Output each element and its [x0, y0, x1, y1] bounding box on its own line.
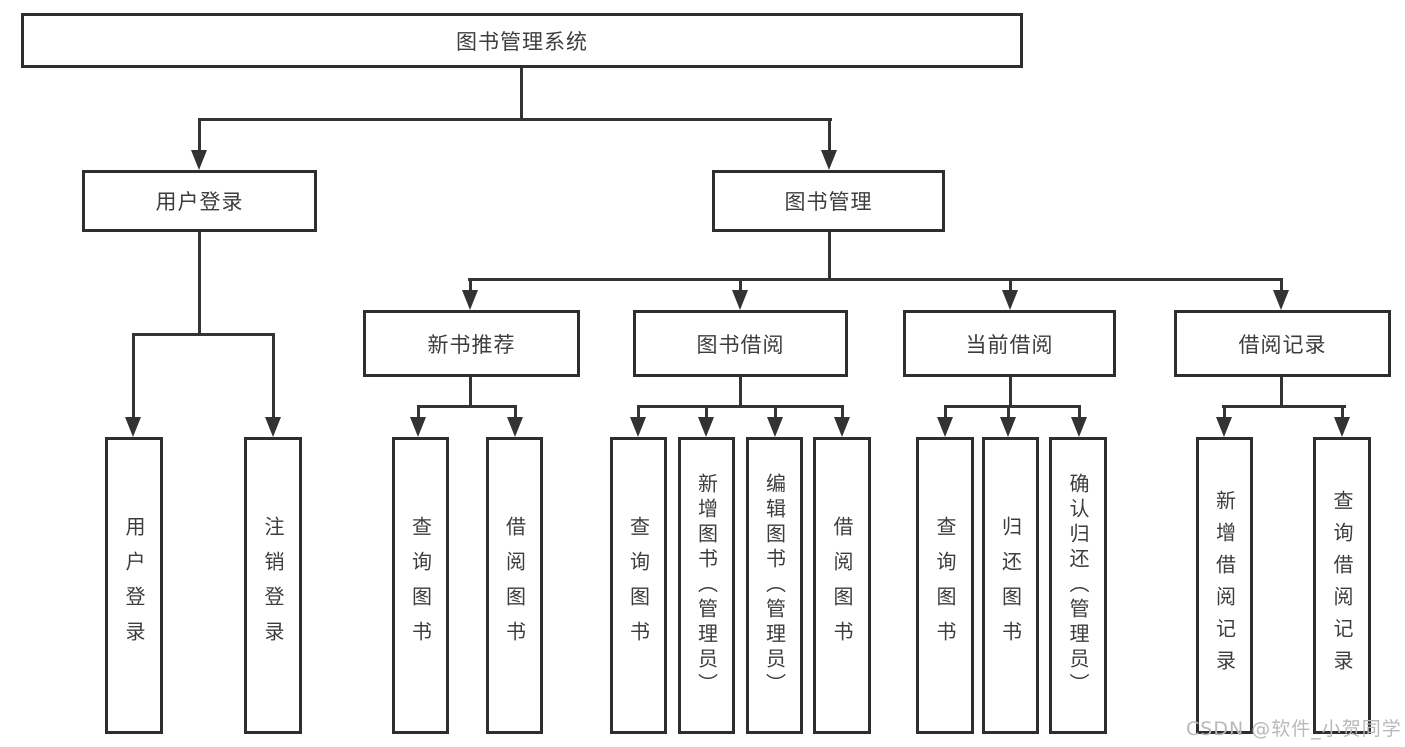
- node-current-borrowing: 当前借阅: [903, 310, 1116, 377]
- arrow-cb-return: [1000, 405, 1016, 437]
- leaf-cb-query-books-label: 查询图书: [933, 515, 957, 656]
- connector-bookmgmt-stem: [828, 232, 831, 281]
- leaf-br-add-record-label: 新增借阅记录: [1212, 489, 1237, 682]
- node-user-login-label: 用户登录: [155, 190, 244, 214]
- leaf-cb-query-books: 查询图书: [916, 437, 974, 734]
- connector-newbooks-rail: [417, 405, 517, 408]
- leaf-cb-return-books: 归还图书: [982, 437, 1039, 734]
- connector-newbooks-stem: [469, 377, 472, 408]
- leaf-logout: 注销登录: [244, 437, 302, 734]
- arrow-nb-query: [410, 405, 426, 437]
- arrow-to-borrowrec: [1273, 278, 1289, 310]
- node-book-borrowing-label: 图书借阅: [696, 332, 785, 357]
- node-new-book-recommend: 新书推荐: [363, 310, 580, 377]
- leaf-bb-add-books-admin: 新增图书（管理员）: [678, 437, 735, 734]
- arrow-bb-add: [698, 405, 714, 437]
- leaf-user-login: 用户登录: [105, 437, 163, 734]
- leaf-nb-query-books: 查询图书: [392, 437, 449, 734]
- node-book-management-label: 图书管理: [784, 190, 873, 214]
- arrow-br-query: [1334, 405, 1350, 437]
- arrow-nb-borrow: [507, 405, 523, 437]
- node-borrowing-records: 借阅记录: [1174, 310, 1391, 377]
- connector-currborrow-rail: [944, 405, 1081, 408]
- node-user-login: 用户登录: [82, 170, 317, 232]
- connector-root-stem: [520, 68, 523, 121]
- node-book-borrowing: 图书借阅: [633, 310, 848, 377]
- arrow-to-currborrow: [1002, 278, 1018, 310]
- node-current-borrowing-label: 当前借阅: [965, 332, 1054, 357]
- leaf-user-login-label: 用户登录: [122, 515, 146, 656]
- leaf-cb-confirm-return-admin-label: 确认归还（管理员）: [1066, 473, 1090, 698]
- arrow-cb-confirm: [1071, 405, 1087, 437]
- leaf-br-query-record: 查询借阅记录: [1313, 437, 1371, 734]
- leaf-logout-label: 注销登录: [261, 515, 285, 656]
- connector-bookborrow-rail: [637, 405, 844, 408]
- arrow-bb-edit: [767, 405, 783, 437]
- arrow-to-newbooks: [462, 278, 478, 310]
- arrow-to-leaf-login: [125, 333, 141, 437]
- arrow-to-bookborrow: [732, 278, 748, 310]
- arrow-bb-query: [630, 405, 646, 437]
- connector-userlogin-rail: [132, 333, 275, 336]
- leaf-nb-query-books-label: 查询图书: [408, 515, 433, 656]
- leaf-bb-edit-books-admin: 编辑图书（管理员）: [746, 437, 803, 734]
- leaf-cb-return-books-label: 归还图书: [998, 515, 1023, 656]
- csdn-watermark: CSDN @软件_小贺同学: [1186, 718, 1402, 740]
- connector-bookmgmt-rail: [468, 278, 1282, 281]
- connector-borrowrec-stem: [1280, 377, 1283, 408]
- leaf-bb-edit-books-admin-label: 编辑图书（管理员）: [762, 473, 787, 698]
- leaf-br-query-record-label: 查询借阅记录: [1330, 489, 1354, 682]
- leaf-cb-confirm-return-admin: 确认归还（管理员）: [1049, 437, 1107, 734]
- node-root: 图书管理系统: [21, 13, 1023, 68]
- connector-level1-rail: [198, 118, 832, 121]
- connector-currborrow-stem: [1009, 377, 1012, 408]
- leaf-bb-borrow-books: 借阅图书: [813, 437, 871, 734]
- arrow-to-leaf-logout: [265, 333, 281, 437]
- leaf-nb-borrow-books: 借阅图书: [486, 437, 543, 734]
- arrow-cb-query: [937, 405, 953, 437]
- arrow-to-bookmgmt: [821, 118, 837, 170]
- node-root-label: 图书管理系统: [456, 29, 588, 54]
- leaf-bb-borrow-books-label: 借阅图书: [830, 515, 854, 656]
- node-book-management: 图书管理: [712, 170, 945, 232]
- leaf-bb-add-books-admin-label: 新增图书（管理员）: [694, 473, 719, 698]
- arrow-to-userlogin: [191, 118, 207, 170]
- leaf-bb-query-books: 查询图书: [610, 437, 667, 734]
- arrow-br-add: [1216, 405, 1232, 437]
- connector-bookborrow-stem: [739, 377, 742, 408]
- leaf-br-add-record: 新增借阅记录: [1196, 437, 1253, 734]
- connector-userlogin-stem: [198, 232, 201, 336]
- leaf-bb-query-books-label: 查询图书: [626, 515, 651, 656]
- node-new-book-recommend-label: 新书推荐: [427, 332, 516, 357]
- connector-borrowrec-rail: [1222, 405, 1346, 408]
- arrow-bb-borrow: [834, 405, 850, 437]
- node-borrowing-records-label: 借阅记录: [1238, 332, 1327, 357]
- leaf-nb-borrow-books-label: 借阅图书: [502, 515, 527, 656]
